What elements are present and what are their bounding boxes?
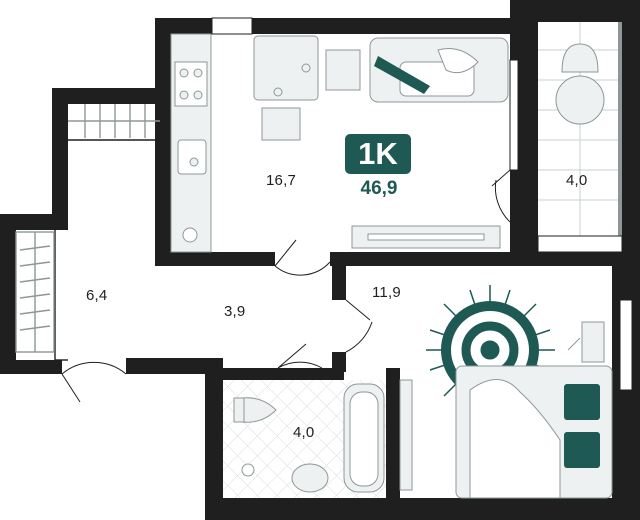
entrance-door: [61, 361, 127, 403]
room-area-wardrobe: 6,4: [86, 287, 108, 304]
balcony-chair: [561, 43, 599, 73]
pillow-2: [564, 432, 600, 468]
bathroom-door: [277, 343, 323, 369]
windows: [211, 17, 633, 391]
room-area-bedroom: 11,9: [372, 284, 401, 301]
tv-stand: [351, 225, 501, 249]
doors: [61, 169, 511, 403]
room-area-kitchen: 16,7: [266, 172, 296, 189]
toilet: [241, 397, 277, 423]
kitchen-counter: [170, 33, 212, 253]
hallway-rails: [15, 231, 55, 353]
bedroom-door: [345, 299, 373, 353]
lamp-icon: [567, 337, 581, 351]
interior-thin-walls: [54, 139, 160, 361]
total-area: 46,9: [360, 178, 398, 199]
nightstand: [581, 321, 605, 363]
balcony-table: [555, 75, 605, 125]
pillow-1: [564, 384, 600, 420]
bedroom: [399, 285, 613, 499]
sofa: [369, 37, 509, 103]
dining-set: [253, 35, 361, 141]
room-area-balcony: 4,0: [566, 172, 588, 189]
washing-machine-icon: [182, 227, 198, 243]
apartment-type-badge: 1K: [345, 134, 411, 174]
balcony-door: [491, 169, 511, 223]
wardrobe-rails: [68, 104, 160, 138]
room-area-bathroom: 4,0: [293, 424, 315, 441]
bathroom: [223, 380, 386, 498]
room-area-hallway: 3,9: [224, 303, 246, 320]
balcony: [537, 22, 623, 253]
kitchen-door: [274, 239, 331, 276]
sink: [291, 463, 329, 493]
